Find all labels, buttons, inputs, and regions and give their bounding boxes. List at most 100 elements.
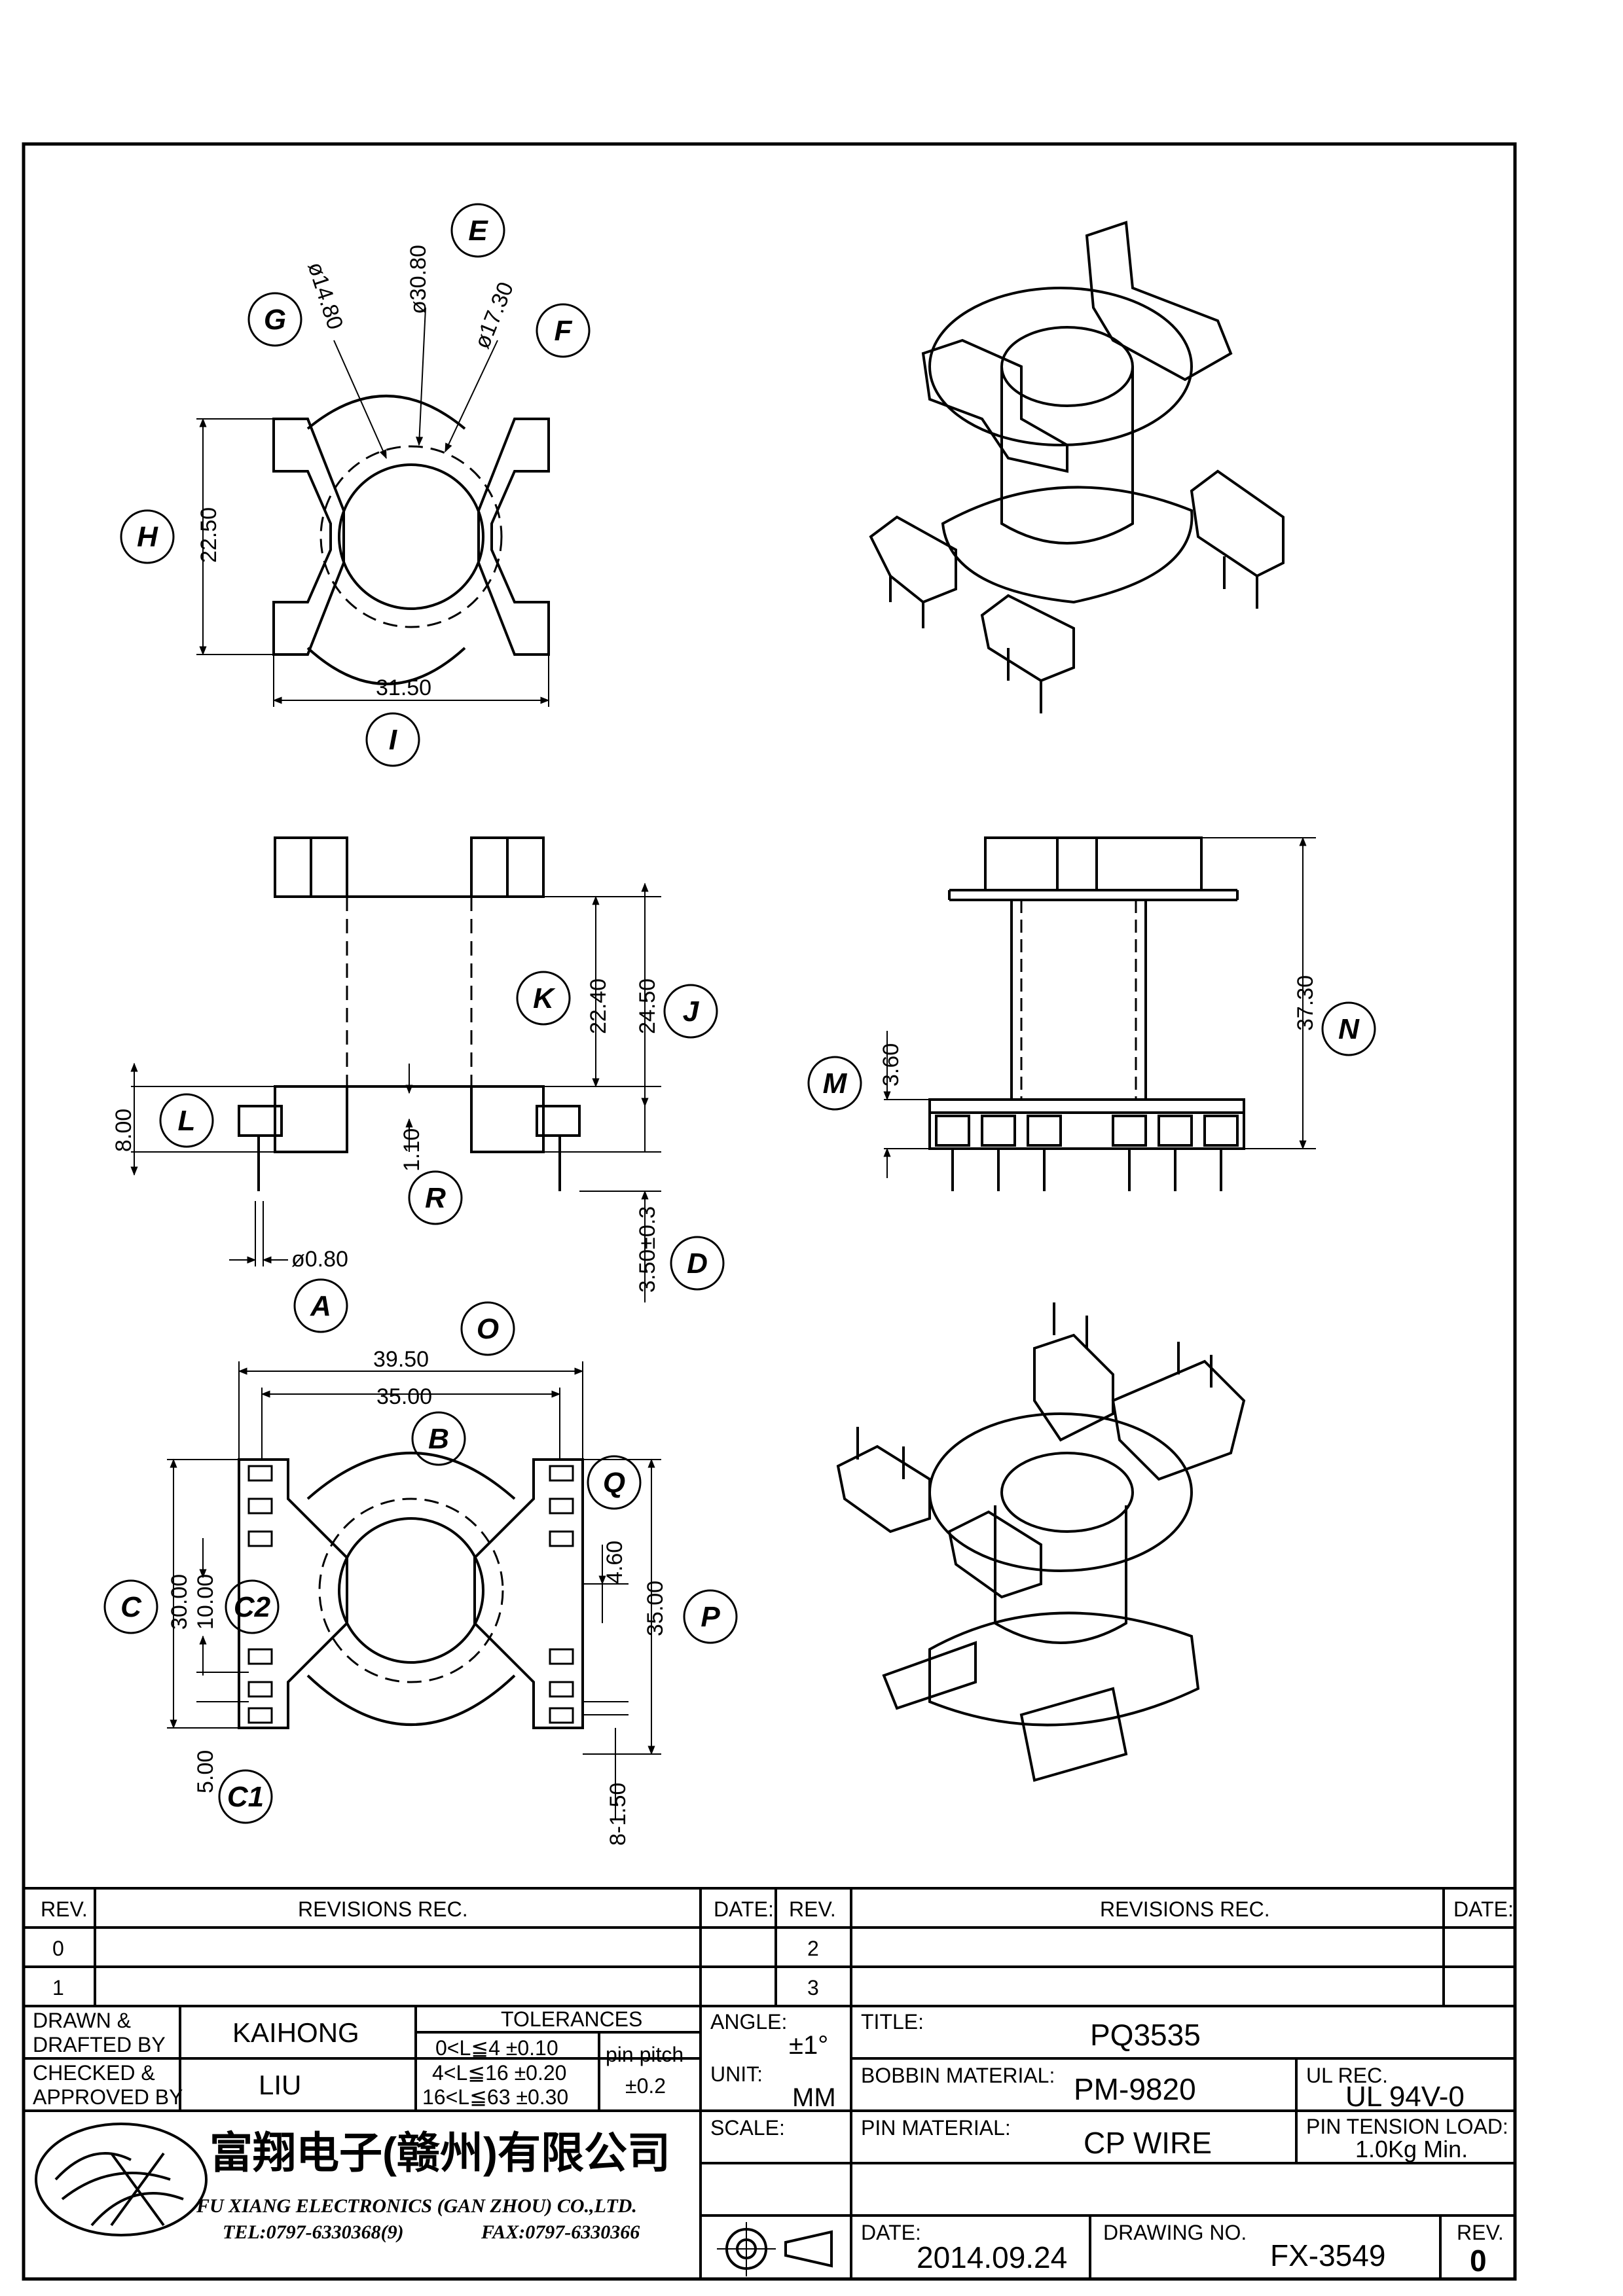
checked-label-1: CHECKED & (33, 2061, 155, 2085)
dim-gap: 10.00 (193, 1574, 218, 1630)
unit-label: UNIT: (710, 2062, 763, 2086)
dim-d-mid: ø17.30 (469, 279, 519, 352)
callout-k: K (533, 982, 556, 1014)
scale-label: SCALE: (710, 2116, 785, 2140)
date-header-left: DATE: (714, 1897, 774, 1921)
rev-row-3: 3 (807, 1976, 819, 2000)
callout-j: J (683, 996, 700, 1028)
sheet-border (22, 142, 1517, 2281)
pin-pitch-label: pin pitch (606, 2043, 684, 2066)
dim-d-outer: ø30.80 (406, 245, 431, 314)
projection-symbol (717, 2222, 833, 2276)
date-value: 2014.09.24 (917, 2240, 1067, 2274)
tolerances-header: TOLERANCES (501, 2007, 642, 2031)
dim-slot-w: 8-1.50 (606, 1783, 630, 1846)
date-label: DATE: (861, 2221, 921, 2244)
side-view (130, 836, 661, 1302)
rev-row-1: 1 (52, 1976, 64, 2000)
drawn-label-2: DRAFTED BY (33, 2033, 166, 2056)
callout-c2: C2 (234, 1591, 271, 1623)
pin-tension-value: 1.0Kg Min. (1355, 2136, 1468, 2162)
callout-d: D (687, 1247, 708, 1280)
pin-material-label: PIN MATERIAL: (861, 2116, 1011, 2140)
dim-pin-row: 35.00 (376, 1384, 432, 1409)
ul-rec-label: UL REC. (1306, 2064, 1388, 2087)
bottom-view (167, 1361, 661, 1820)
rev-header-left: REV. (41, 1897, 88, 1921)
drawing-no-value: FX-3549 (1270, 2238, 1385, 2272)
company-name-cn: 富翔电子(赣州)有限公司 (210, 2128, 670, 2177)
callout-c: C (120, 1591, 142, 1623)
callout-a: A (310, 1290, 331, 1322)
dim-overall-w: 39.50 (373, 1347, 429, 1372)
revisions-header-left: REVISIONS REC. (298, 1897, 468, 1921)
ul-rec-value: UL 94V-0 (1345, 2081, 1465, 2113)
rev-header-right: REV. (789, 1897, 836, 1921)
dim-total-h: 35.00 (643, 1581, 668, 1636)
top-view-labels: ø14.80 ø30.80 ø17.30 22.50 31.50 (196, 245, 519, 700)
date-header-right: DATE: (1453, 1897, 1514, 1921)
title-value: PQ3535 (1090, 2018, 1201, 2052)
dim-overall-side: 24.50 (635, 978, 660, 1034)
tol-3: 16<L≦63 ±0.30 (422, 2085, 568, 2109)
top-view (196, 307, 550, 707)
checked-label-2: APPROVED BY (33, 2085, 183, 2109)
top-view-callouts (120, 203, 591, 767)
title-label: TITLE: (861, 2010, 924, 2034)
callout-l: L (178, 1105, 196, 1137)
drawn-by: KAIHONG (232, 2017, 359, 2048)
callout-p: P (701, 1601, 720, 1633)
dim-overall-h: 30.00 (167, 1574, 192, 1630)
pin-pitch-value: ±0.2 (625, 2074, 666, 2098)
company-tel: TEL:0797-6330368(9) (223, 2221, 404, 2243)
title-block-grid (24, 1887, 1515, 2279)
bobbin-material-value: PM-9820 (1074, 2072, 1196, 2106)
unit-value: MM (792, 2083, 836, 2112)
dim-base-front: 3.60 (879, 1043, 903, 1086)
callout-f: F (555, 315, 573, 347)
callout-m: M (823, 1067, 848, 1100)
tol-1: 0<L≦4 ±0.10 (435, 2036, 558, 2060)
dim-winding: 22.40 (586, 978, 611, 1034)
tol-2: 4<L≦16 ±0.20 (432, 2061, 566, 2085)
revisions-header-right: REVISIONS REC. (1100, 1897, 1270, 1921)
pin-tension-label: PIN TENSION LOAD: (1306, 2115, 1508, 2138)
rev-row-0: 0 (52, 1937, 64, 1960)
front-view (883, 836, 1316, 1191)
dim-base-side: 8.00 (111, 1109, 136, 1152)
callout-i: I (389, 724, 397, 756)
callout-q: Q (603, 1467, 625, 1499)
isometric-view-top (869, 221, 1285, 713)
callout-b: B (428, 1423, 449, 1455)
callout-o: O (477, 1313, 499, 1345)
dim-width-top: 31.50 (376, 675, 431, 700)
bobbin-material-label: BOBBIN MATERIAL: (861, 2064, 1055, 2087)
dim-flange: 1.10 (399, 1128, 424, 1172)
dim-height-top: 22.50 (196, 507, 221, 563)
company-name-en: FU XIANG ELECTRONICS (GAN ZHOU) CO.,LTD. (196, 2195, 637, 2217)
rev-row-2: 2 (807, 1937, 819, 1960)
dim-pitch: 5.00 (193, 1750, 218, 1793)
company-fax: FAX:0797-6330366 (481, 2221, 640, 2243)
drawing-no-label: DRAWING NO. (1103, 2221, 1247, 2244)
callout-h: H (137, 521, 158, 553)
pin-material-value: CP WIRE (1084, 2126, 1212, 2160)
callout-g: G (264, 304, 286, 336)
company-logo (35, 2123, 208, 2236)
checked-by: LIU (259, 2070, 301, 2100)
callout-e: E (468, 215, 488, 247)
callout-n: N (1338, 1013, 1360, 1045)
dim-slot: 4.60 (602, 1541, 627, 1584)
callout-c1: C1 (227, 1781, 264, 1813)
dim-d-inner: ø14.80 (302, 259, 348, 332)
dim-height-front: 37.30 (1293, 975, 1318, 1031)
dim-pin-len: 3.50±0.3 (635, 1206, 660, 1293)
callout-r: R (425, 1182, 446, 1214)
isometric-view-bottom (836, 1302, 1246, 1782)
rev-label: REV. (1457, 2221, 1504, 2244)
drawn-label-1: DRAWN & (33, 2009, 131, 2032)
dim-pin-dia: ø0.80 (291, 1247, 348, 1272)
rev-value: 0 (1470, 2244, 1487, 2278)
angle-value: ±1° (789, 2031, 828, 2060)
